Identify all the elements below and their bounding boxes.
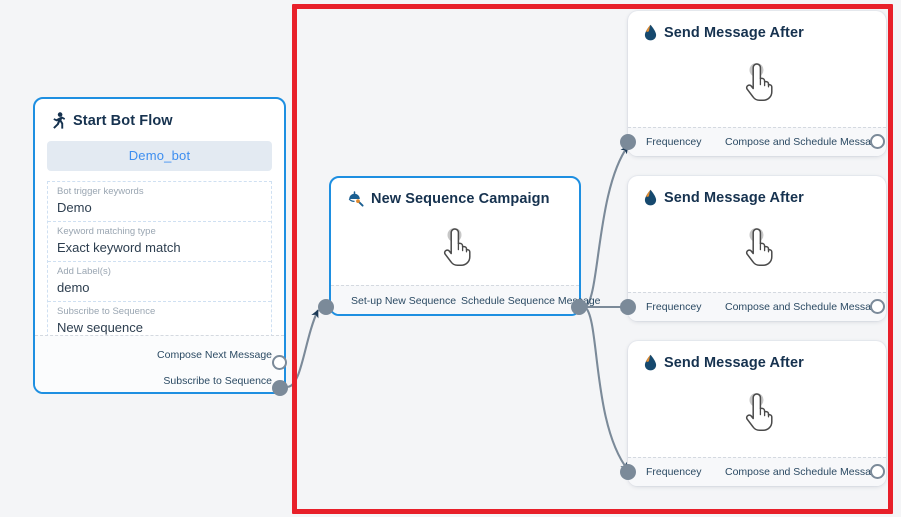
port-label-compose-and-schedule-message: Compose and Schedule Message (725, 465, 883, 478)
port-schedule-sequence-message[interactable] (571, 299, 587, 315)
port-compose-and-schedule-message-1[interactable] (870, 134, 885, 149)
node-title-label: Send Message After (664, 354, 804, 371)
field-bot-trigger-keywords[interactable]: Bot trigger keywords Demo (48, 182, 271, 222)
node-title-label: Start Bot Flow (73, 112, 173, 129)
hand-pointer-icon (628, 220, 886, 274)
port-label-schedule-sequence-message: Schedule Sequence Message (461, 294, 601, 307)
field-value: Exact keyword match (57, 240, 181, 255)
node-send-message-after-1[interactable]: Send Message After Frequencey Compose an… (628, 11, 886, 156)
node-title-label: New Sequence Campaign (371, 191, 550, 207)
port-subscribe-to-sequence[interactable] (272, 380, 288, 396)
port-label-frequencey: Frequencey (646, 300, 702, 313)
field-value: New sequence (57, 320, 143, 335)
node-start-bot-flow[interactable]: Start Bot Flow Demo_bot Bot trigger keyw… (33, 97, 286, 394)
field-value: Demo (57, 200, 92, 215)
port-label-subscribe-to-sequence: Subscribe to Sequence (163, 375, 272, 387)
node-title-send-message-after: Send Message After (628, 176, 886, 214)
field-label: Add Label(s) (57, 266, 111, 277)
port-frequencey-3[interactable] (620, 464, 636, 480)
hand-pointer-icon (628, 55, 886, 109)
node-title-new-sequence-campaign: New Sequence Campaign (331, 178, 579, 215)
node-footer-start-bot-flow: Compose Next Message Subscribe to Sequen… (35, 335, 284, 392)
running-person-icon (51, 112, 66, 129)
water-drop-icon (644, 189, 657, 206)
node-footer-send-message-after-1: Frequencey Compose and Schedule Message (628, 127, 886, 156)
hand-pointer-icon (628, 385, 886, 439)
node-title-label: Send Message After (664, 189, 804, 206)
port-label-frequencey: Frequencey (646, 135, 702, 148)
node-title-start-bot-flow: Start Bot Flow (35, 99, 284, 137)
node-title-send-message-after: Send Message After (628, 341, 886, 379)
port-compose-and-schedule-message-2[interactable] (870, 299, 885, 314)
node-footer-new-sequence-campaign: Set-up New Sequence Schedule Sequence Me… (331, 285, 601, 314)
port-label-setup-new-sequence: Set-up New Sequence (351, 294, 457, 307)
bot-name-pill[interactable]: Demo_bot (47, 141, 272, 171)
node-footer-send-message-after-3: Frequencey Compose and Schedule Message (628, 457, 886, 486)
port-label-compose-and-schedule-message: Compose and Schedule Message (725, 135, 883, 148)
port-label-compose-next-message: Compose Next Message (157, 349, 272, 361)
node-new-sequence-campaign[interactable]: New Sequence Campaign Set-up New Sequenc… (329, 176, 601, 316)
port-compose-next-message[interactable] (272, 355, 287, 370)
water-drop-icon (644, 354, 657, 371)
field-value: demo (57, 280, 90, 295)
port-compose-and-schedule-message-3[interactable] (870, 464, 885, 479)
port-frequencey-2[interactable] (620, 299, 636, 315)
node-send-message-after-2[interactable]: Send Message After Frequencey Compose an… (628, 176, 886, 321)
field-label: Keyword matching type (57, 226, 156, 237)
port-frequencey-1[interactable] (620, 134, 636, 150)
field-label: Subscribe to Sequence (57, 306, 156, 317)
hand-pointer-icon (331, 220, 579, 274)
port-label-compose-and-schedule-message: Compose and Schedule Message (725, 300, 883, 313)
water-drop-icon (644, 24, 657, 41)
field-label: Bot trigger keywords (57, 186, 144, 197)
bot-field-list: Bot trigger keywords Demo Keyword matchi… (47, 181, 272, 342)
field-keyword-matching-type[interactable]: Keyword matching type Exact keyword matc… (48, 222, 271, 262)
port-label-frequencey: Frequencey (646, 465, 702, 478)
field-add-labels[interactable]: Add Label(s) demo (48, 262, 271, 302)
node-send-message-after-3[interactable]: Send Message After Frequencey Compose an… (628, 341, 886, 486)
node-footer-send-message-after-2: Frequencey Compose and Schedule Message (628, 292, 886, 321)
port-setup-new-sequence[interactable] (318, 299, 334, 315)
node-title-label: Send Message After (664, 24, 804, 41)
node-title-send-message-after: Send Message After (628, 11, 886, 49)
funnel-paint-icon (347, 191, 364, 207)
